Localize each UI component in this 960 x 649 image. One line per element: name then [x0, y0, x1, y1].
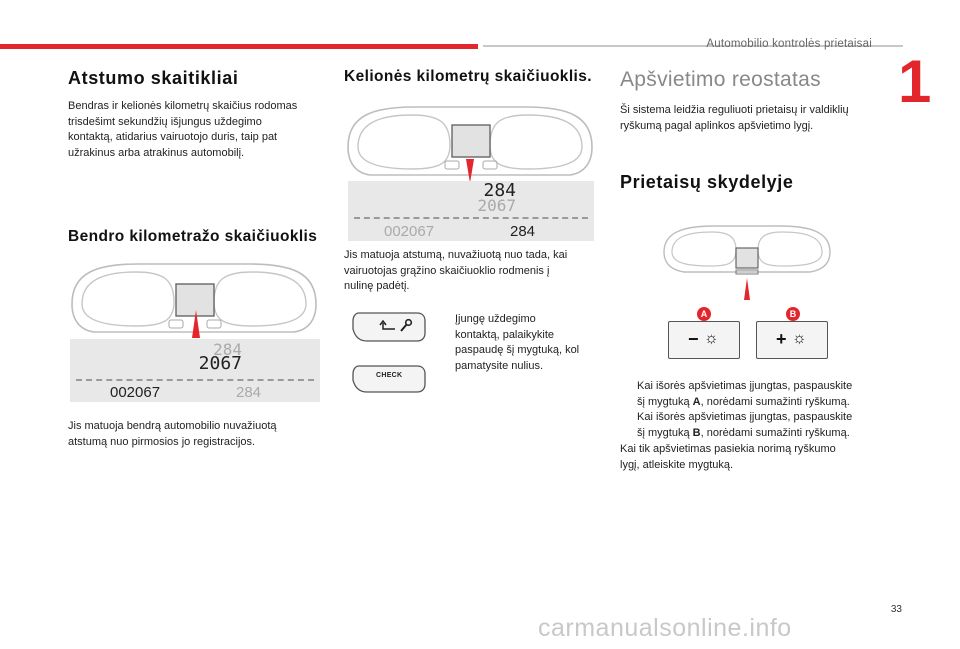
lcd-total-value: 002067: [110, 384, 161, 401]
lcd-total-value: 002067: [384, 223, 435, 240]
chapter-number: 1: [898, 48, 932, 115]
text-line: ryškumą pagal aplinkos apšvietimo lygį.: [620, 119, 814, 132]
text-line: Jis matuoja atstumą, nuvažiuotą nuo tada…: [344, 249, 568, 261]
check-button-label: CHECK: [376, 372, 403, 379]
instrument-cluster-illustration: [347, 106, 593, 183]
header-red-bar: [0, 44, 478, 49]
text-line: Kai išorės apšvietimas įjungtas, paspaus…: [637, 411, 853, 423]
page-number: 33: [890, 604, 902, 615]
text-line: Jis matuoja bendrą automobilio nuvažiuot…: [68, 420, 277, 432]
trip-reset-button[interactable]: [351, 311, 427, 343]
check-button[interactable]: [351, 364, 427, 394]
header-section-title: Automobilio kontrolės prietaisai: [706, 38, 872, 50]
rheostat-title: Apšvietimo reostatas: [620, 68, 821, 91]
lcd-large-value: 284: [483, 180, 516, 201]
label-a-badge: A: [697, 307, 711, 321]
total-odometer-title: Bendro kilometražo skaičiuoklis: [68, 228, 318, 245]
lcd-small-value: 284: [213, 340, 242, 359]
key-letter: B: [692, 426, 701, 439]
watermark: carmanualsonline.info: [538, 614, 792, 642]
odometers-title: Atstumo skaitikliai: [68, 68, 239, 88]
trip-reset-instruction: Įjungę uždegimo kontaktą, palaikykite pa…: [455, 312, 605, 374]
text-line: kontaktą, atidarius vairuotojo duris, ta…: [68, 131, 278, 144]
text-line: šį mygtuką A, norėdami sumažinti ryškumą…: [637, 395, 897, 411]
dim-up-button[interactable]: + ☼: [756, 321, 828, 359]
key-letter: A: [692, 395, 701, 408]
lcd-trip-value: 284: [236, 384, 262, 401]
odometers-intro: Bendras ir kelionės kilometrų skaičius r…: [68, 99, 328, 161]
text-line: Kai tik apšvietimas pasiekia norimą ryšk…: [620, 443, 836, 455]
dashboard-illustration: [663, 225, 831, 300]
dashed-divider: [76, 379, 314, 381]
total-odometer-caption: Jis matuoja bendrą automobilio nuvažiuot…: [68, 419, 328, 450]
text-line: paspaudę šį mygtuką, kol: [455, 344, 580, 357]
label-b-badge: B: [786, 307, 800, 321]
plus-icon: +: [776, 329, 787, 349]
text-line: Bendras ir kelionės kilometrų skaičius r…: [68, 100, 298, 112]
trip-odometer-caption: Jis matuoja atstumą, nuvažiuotą nuo tada…: [344, 248, 594, 295]
trip-odometer-title: Kelionės kilometrų skaičiuoklis.: [344, 68, 592, 85]
rheostat-outro: Kai tik apšvietimas pasiekia norimą ryšk…: [620, 442, 890, 473]
header-grey-bar: [483, 45, 903, 47]
text-line: kontaktą, palaikykite: [455, 328, 555, 341]
text-line: trisdešimt sekundžių išjungus uždegimo: [68, 115, 262, 128]
text-line: nulinę padėtį.: [344, 280, 410, 293]
rheostat-intro: Ši sistema leidžia reguliuoti prietaisų …: [620, 103, 890, 134]
text-line: vairuotojas grąžino skaičiuoklio rodmeni…: [344, 264, 550, 277]
text-line: atstumą nuo pirmosios jo registracijos.: [68, 435, 256, 448]
trip-odometer-display: 284 2067 002067 284: [348, 180, 594, 241]
text-line: užrakinus arba atrakinus automobilį.: [68, 146, 245, 159]
sun-icon: ☼: [792, 330, 807, 347]
minus-icon: −: [688, 329, 699, 349]
text-fragment: šį mygtuką: [637, 426, 693, 439]
text-fragment: , norėdami sumažinti ryškumą.: [700, 395, 850, 408]
text-line: šį mygtuką B, norėdami sumažinti ryškumą…: [637, 426, 897, 442]
lcd-small-value: 2067: [477, 196, 516, 215]
instrument-panel-title: Prietaisų skydelyje: [620, 172, 794, 192]
dim-instruction-b: Kai išorės apšvietimas įjungtas, paspaus…: [637, 410, 897, 441]
dim-instruction-a: Kai išorės apšvietimas įjungtas, paspaus…: [637, 379, 897, 410]
dashed-divider: [354, 217, 588, 219]
dim-down-button[interactable]: − ☼: [668, 321, 740, 359]
lcd-trip-value: 284: [510, 223, 536, 240]
text-fragment: šį mygtuką: [637, 395, 693, 408]
text-line: lygį, atleiskite mygtuką.: [620, 458, 734, 471]
text-fragment: , norėdami sumažinti ryškumą.: [700, 426, 850, 439]
text-line: pamatysite nulius.: [455, 359, 544, 372]
text-line: Ši sistema leidžia reguliuoti prietaisų …: [620, 104, 849, 116]
text-line: Įjungę uždegimo: [455, 313, 536, 325]
total-odometer-display: 284 2067 002067 284: [70, 339, 320, 402]
text-line: Kai išorės apšvietimas įjungtas, paspaus…: [637, 380, 853, 392]
lcd-large-value: 2067: [198, 353, 242, 374]
sun-icon: ☼: [704, 330, 719, 347]
instrument-cluster-illustration: [71, 263, 317, 338]
